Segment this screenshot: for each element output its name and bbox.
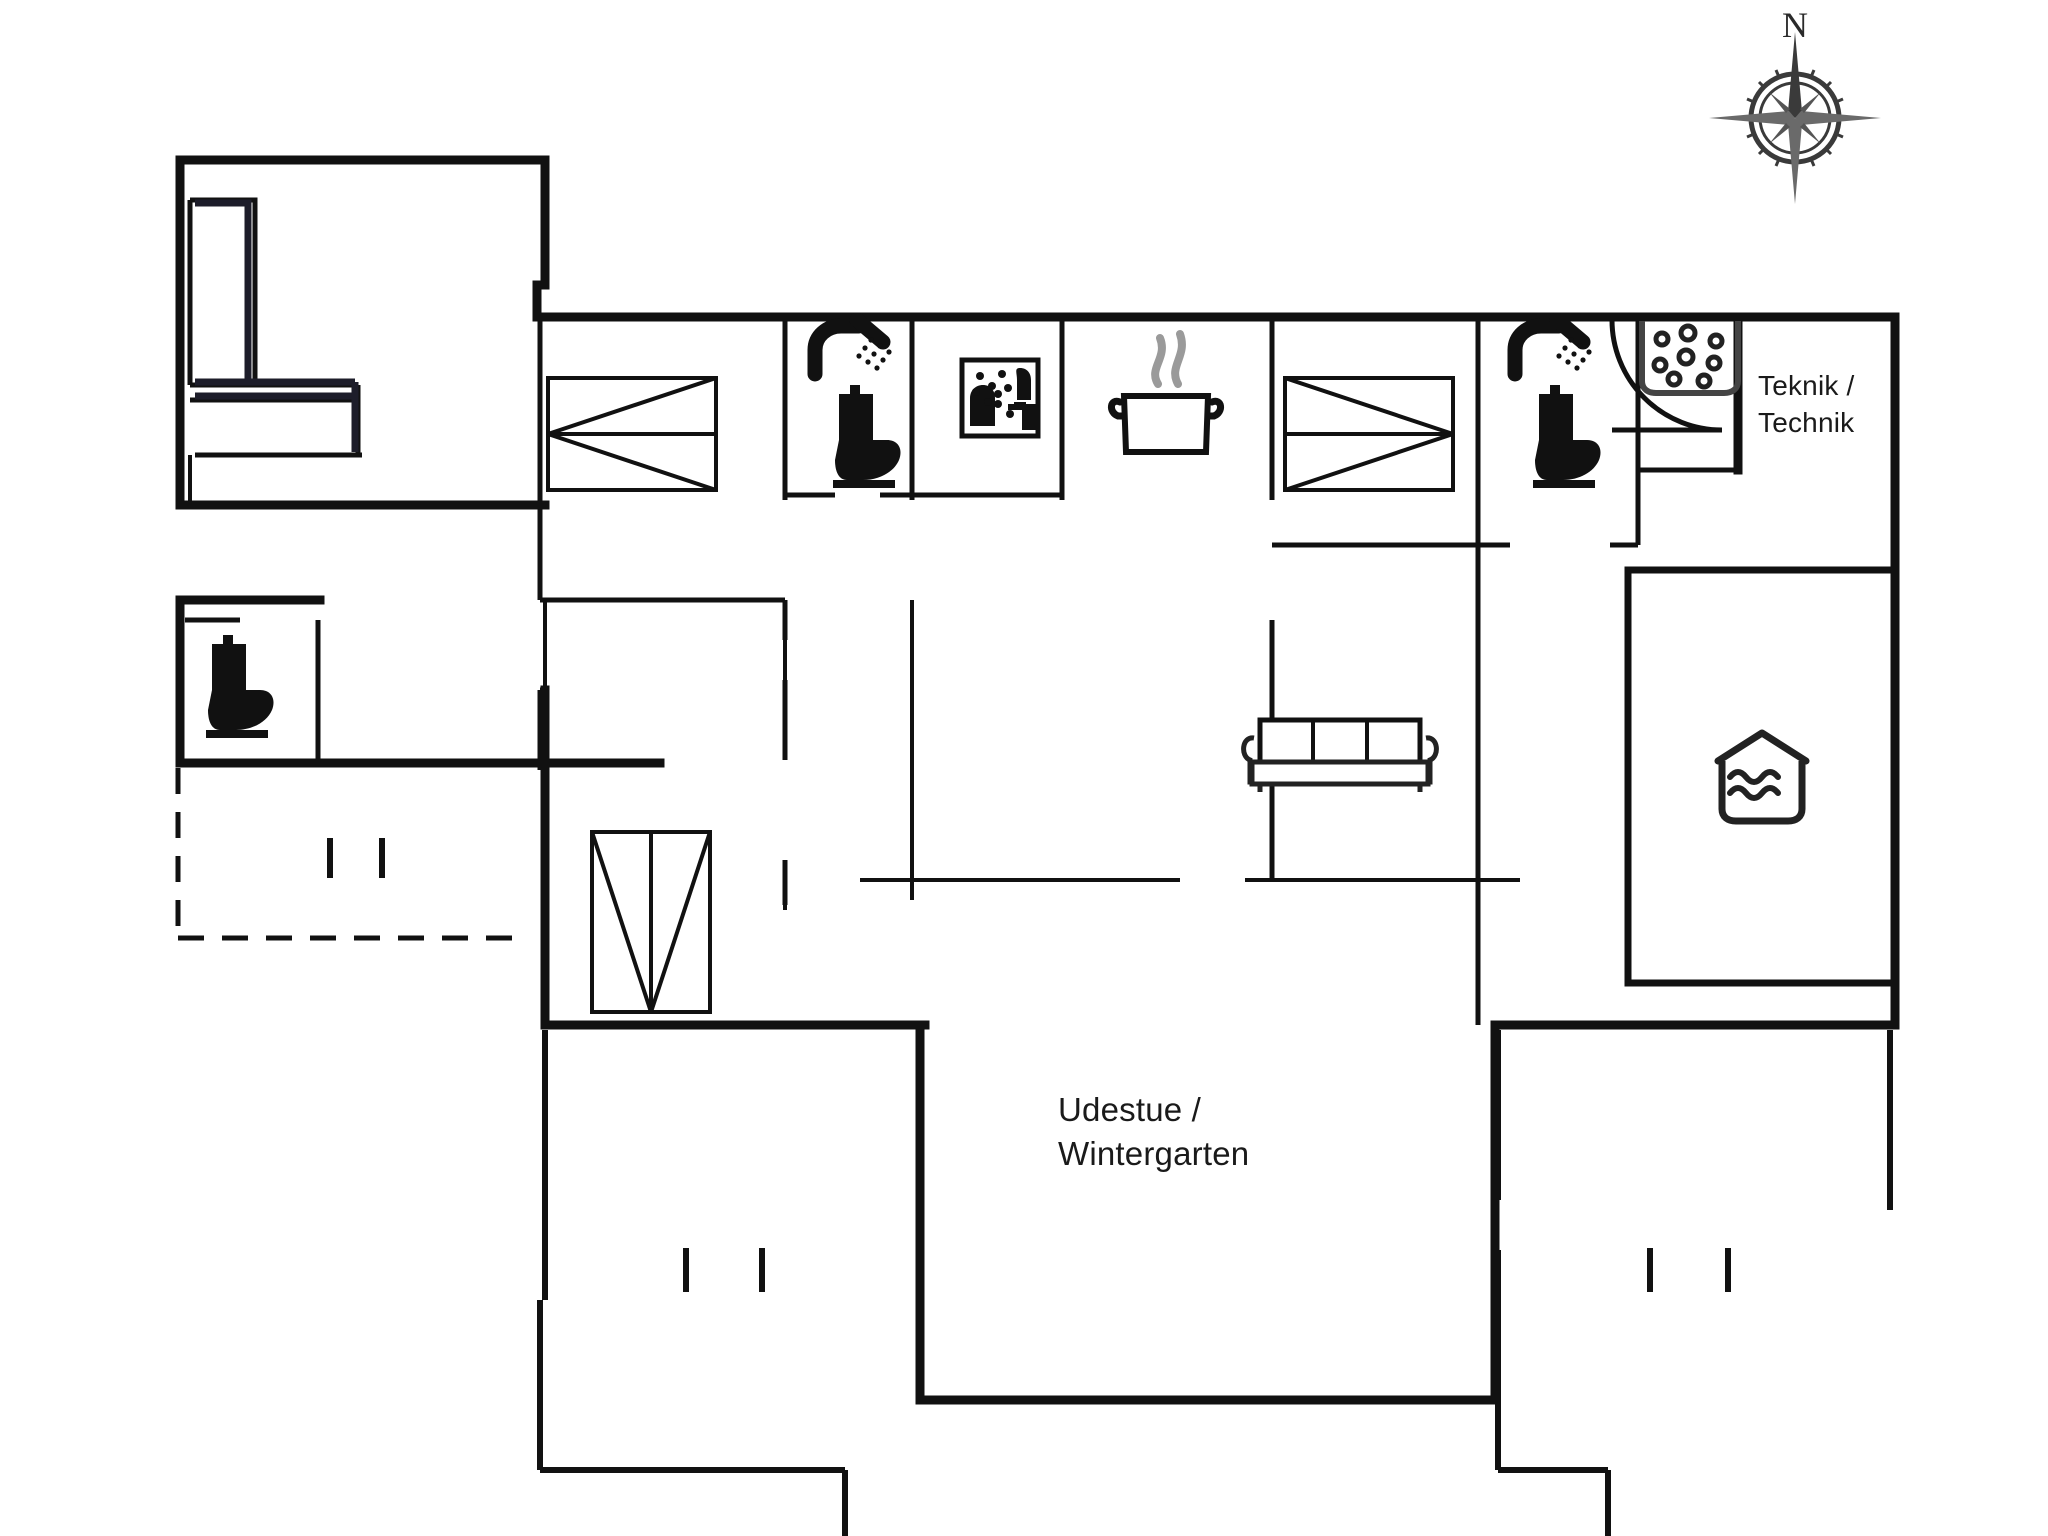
pool-basin	[1624, 566, 1898, 987]
room-label-wintergarten: Udestue / Wintergarten	[1058, 1091, 1250, 1172]
compass-north-label: N	[1782, 5, 1808, 45]
shower-toilet-icon-2	[1515, 320, 1601, 488]
terrace-step-ticks	[327, 838, 1731, 1292]
french-door-symbol	[590, 830, 712, 1014]
double-door-symbol-right	[1283, 376, 1455, 492]
cooking-pot-icon	[1111, 334, 1220, 452]
shower-toilet-icon-1	[815, 320, 901, 488]
toilet-icon	[206, 635, 274, 738]
terrace-perimeter	[537, 1030, 1893, 1536]
thin-partitions	[188, 455, 1520, 910]
dashed-terrace-outline	[175, 768, 530, 941]
interior-walls	[185, 197, 1741, 1025]
room-label-teknik: Teknik / Technik	[1758, 370, 1855, 438]
door-swing-arc	[1609, 319, 1723, 433]
built-in-furniture	[195, 199, 359, 452]
washing-machine-icon	[1642, 321, 1738, 393]
outer-walls	[175, 155, 1900, 1405]
double-door-symbol-left	[546, 376, 718, 492]
sofa-icon	[1244, 720, 1437, 792]
compass-rose	[1709, 32, 1881, 204]
sauna-icon	[962, 360, 1038, 436]
indoor-pool-icon	[1718, 733, 1806, 821]
